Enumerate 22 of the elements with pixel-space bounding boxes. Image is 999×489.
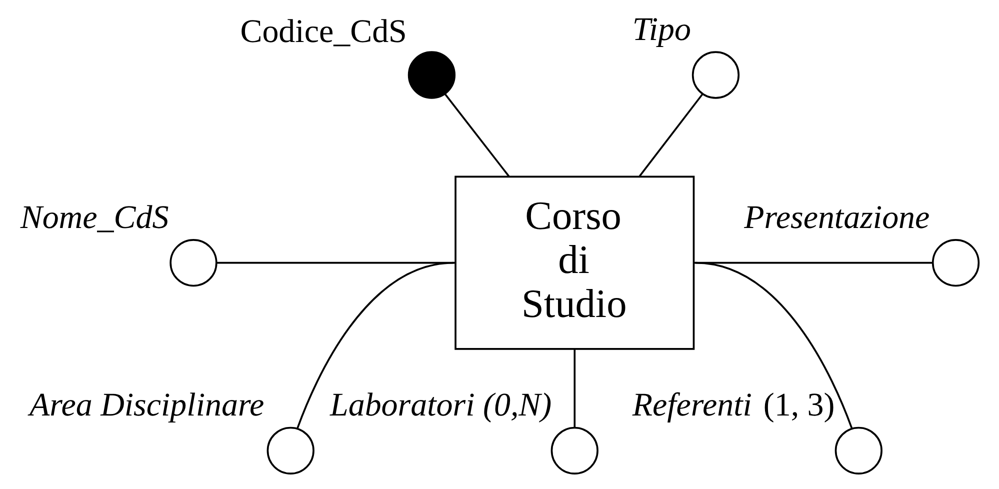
connector: [695, 262, 853, 429]
node-label: Referenti (1, 3): [632, 388, 835, 424]
node-label: Codice_CdS: [240, 14, 407, 50]
connector: [694, 262, 933, 264]
node-circle: [692, 51, 740, 99]
node-circle: [932, 239, 980, 287]
connector: [216, 262, 456, 264]
connector: [296, 262, 454, 429]
node-label: Area Disciplinare: [29, 388, 264, 424]
node-label: Nome_CdS: [20, 200, 169, 236]
node-circle: [550, 426, 598, 474]
node-circle: [170, 239, 218, 287]
connector: [444, 93, 510, 177]
node-label: Tipo: [632, 12, 692, 48]
node-circle: [834, 426, 882, 474]
node-label: Laboratori (0,N): [330, 388, 552, 424]
node-dot: [408, 51, 456, 99]
connector: [574, 348, 576, 428]
node-box: Corso di Studio: [454, 176, 695, 350]
node-label: Presentazione: [744, 200, 930, 236]
node-circle: [266, 426, 314, 474]
connector: [638, 94, 703, 177]
